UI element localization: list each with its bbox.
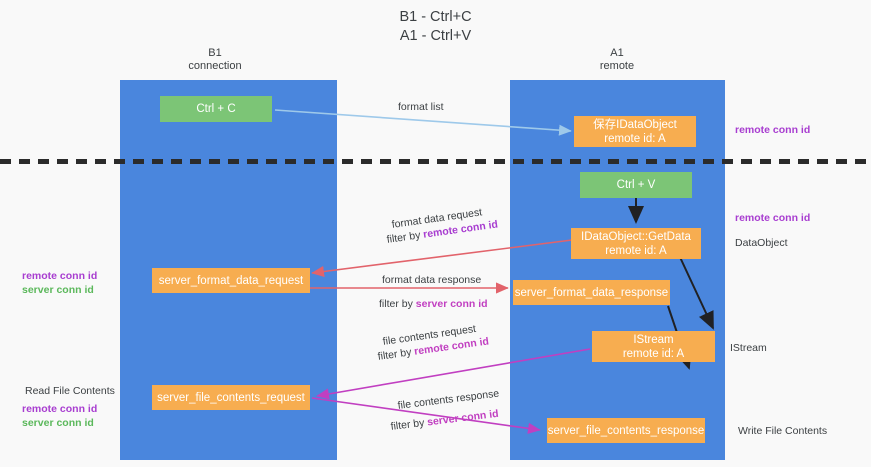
- phase-divider: [0, 159, 871, 164]
- edge-label-format-list: format list: [398, 101, 444, 113]
- filter-prefix: filter by: [377, 345, 416, 363]
- column-header-b1: B1 connection: [188, 47, 242, 72]
- filter-key-server-conn-id: server conn id: [415, 298, 488, 310]
- annotation-dataobject: DataObject: [735, 237, 788, 249]
- annotation-read-file-contents: Read File Contents: [25, 385, 115, 397]
- annotation-left-remote-conn-id-mid: remote conn id: [22, 270, 98, 282]
- annotation-write-file-contents: Write File Contents: [738, 425, 828, 437]
- page-title: B1 - Ctrl+C A1 - Ctrl+V: [399, 9, 472, 44]
- annotation-left-remote-conn-id-bottom: remote conn id: [22, 403, 98, 415]
- node-server-file-contents-request[interactable]: server_file_contents_request: [152, 385, 310, 410]
- annotation-left-server-conn-id-mid: server conn id: [22, 284, 94, 296]
- node-istream[interactable]: IStream remote id: A: [592, 331, 715, 362]
- annotation-remote-conn-id-top: remote conn id: [735, 124, 811, 136]
- filter-prefix: filter by: [379, 298, 416, 310]
- node-save-idataobject[interactable]: 保存IDataObject remote id: A: [574, 116, 696, 147]
- node-server-file-contents-response[interactable]: server_file_contents_response: [547, 418, 705, 443]
- node-server-format-data-response[interactable]: server_format_data_response: [513, 280, 670, 305]
- filter-prefix: filter by: [386, 228, 425, 246]
- node-ctrl-c[interactable]: Ctrl + C: [160, 96, 272, 122]
- node-idataobject-getdata[interactable]: IDataObject::GetData remote id: A: [571, 228, 701, 259]
- column-header-a1: A1 remote: [599, 47, 635, 72]
- edge-label-format-data-response: format data response: [382, 274, 482, 286]
- filter-key-server-conn-id: server conn id: [426, 407, 500, 429]
- edge-label-format-data-response-filter: filter by server conn id: [379, 298, 488, 311]
- annotation-remote-conn-id-mid: remote conn id: [735, 212, 811, 224]
- node-server-format-data-request[interactable]: server_format_data_request: [152, 268, 310, 293]
- annotation-left-server-conn-id-bottom: server conn id: [22, 417, 94, 429]
- annotation-istream: IStream: [730, 342, 767, 354]
- node-ctrl-v[interactable]: Ctrl + V: [580, 172, 692, 198]
- filter-prefix: filter by: [390, 416, 428, 433]
